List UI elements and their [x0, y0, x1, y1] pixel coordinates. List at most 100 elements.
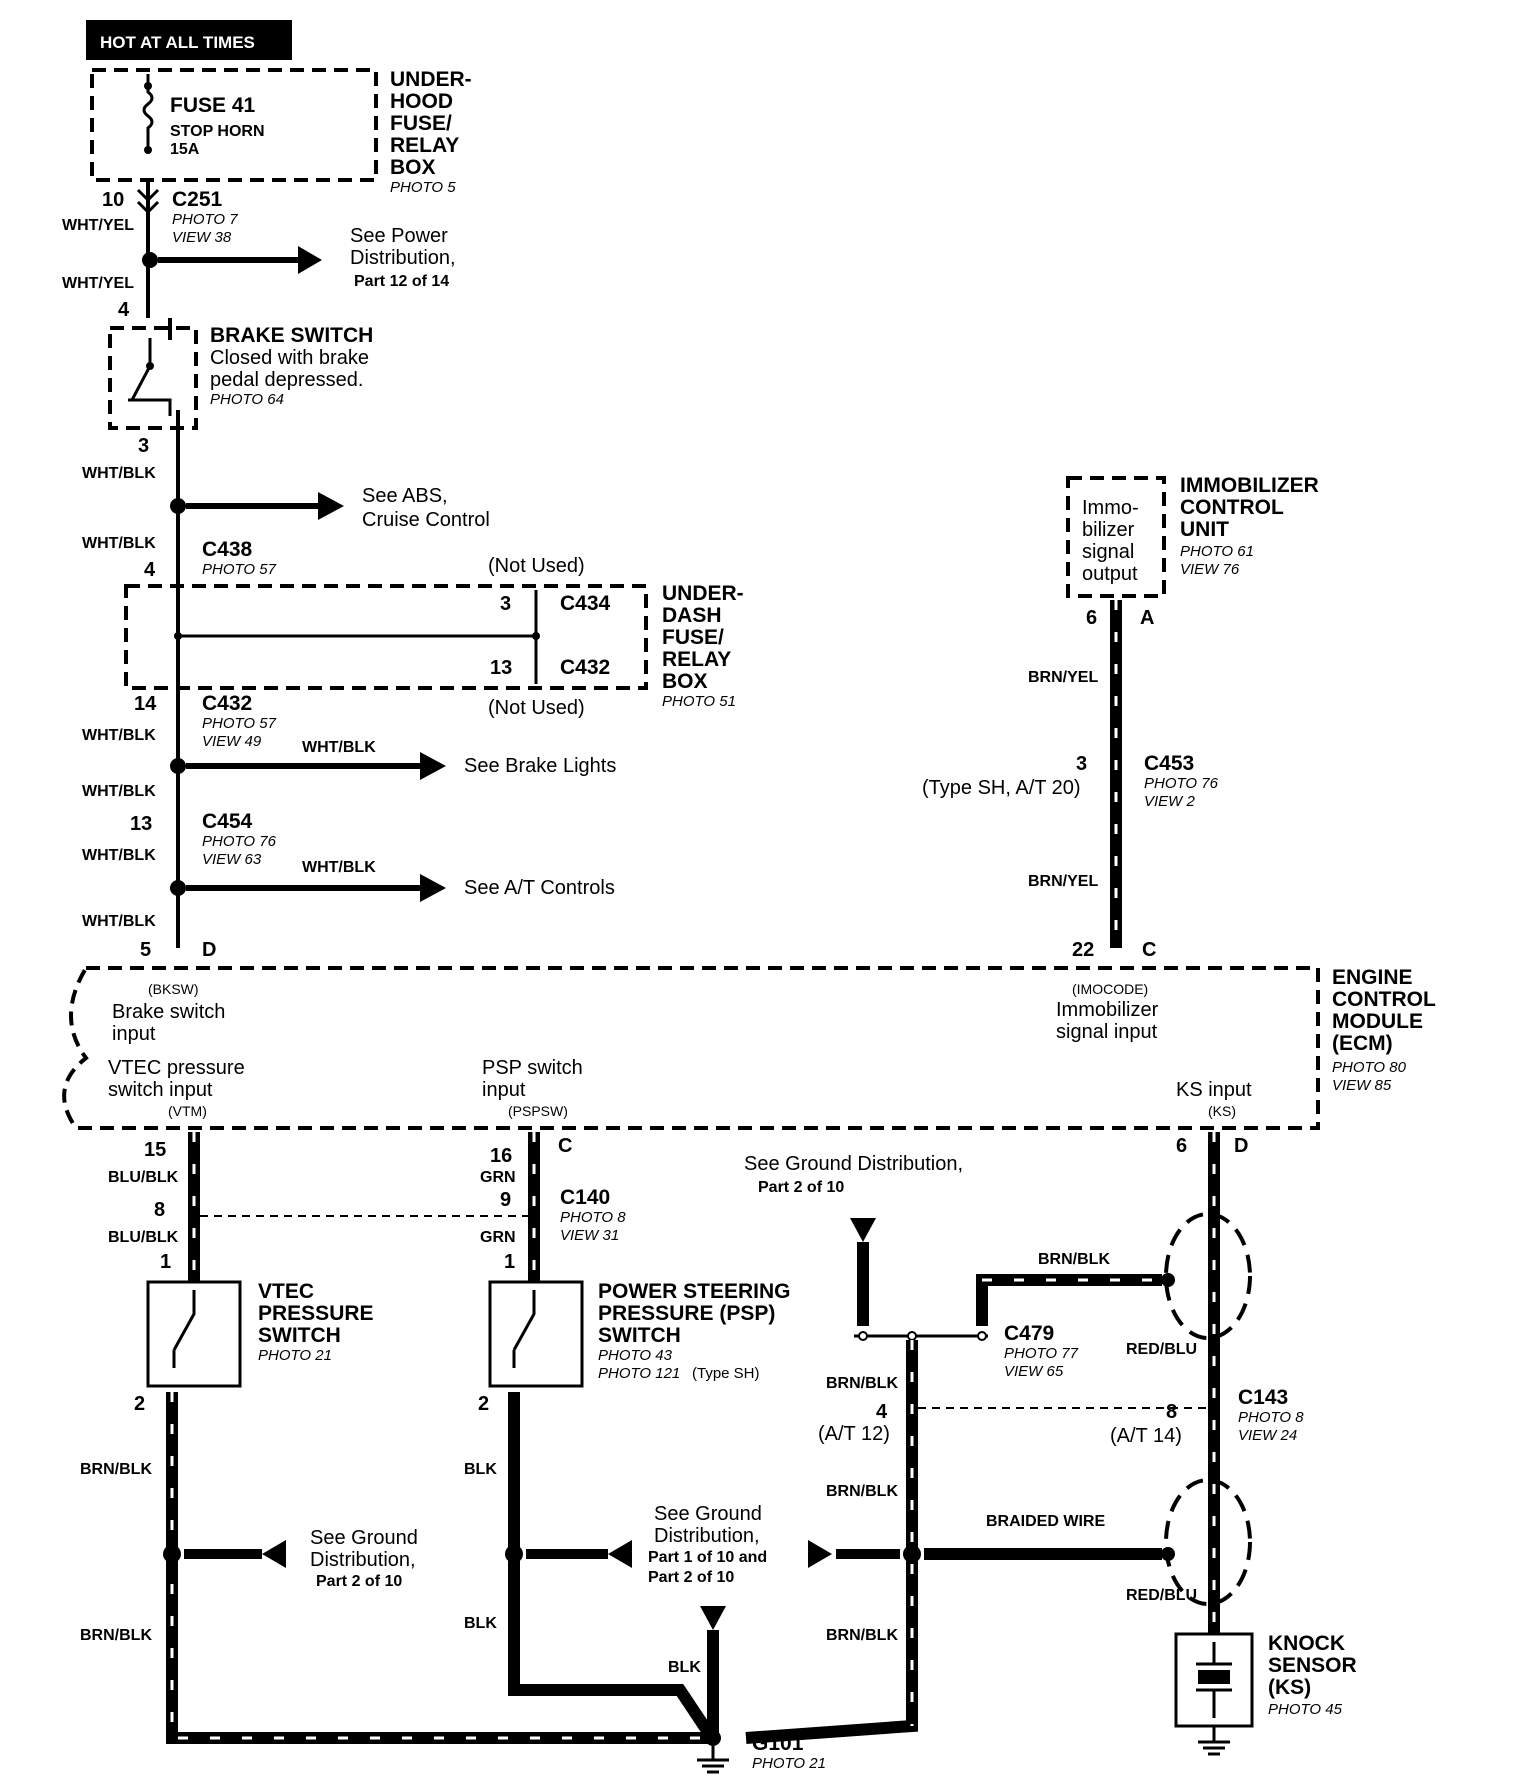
fuse-41-symbol: [142, 74, 154, 150]
psp-wire-1: GRN: [480, 1169, 516, 1186]
immobilizer-inner-2: bilizer: [1082, 519, 1135, 541]
ks-wire-brn-blk-top: BRN/BLK: [1038, 1251, 1110, 1268]
vtec-wire-out-1: BRN/BLK: [80, 1461, 152, 1478]
wire-wht-blk-5: WHT/BLK: [82, 847, 156, 864]
node-ks-braided: [903, 1545, 921, 1563]
branch-abs-arrow: [318, 492, 344, 520]
ref-abs-2: Cruise Control: [362, 509, 490, 531]
c454-photo: PHOTO 76: [202, 833, 277, 850]
c453-pin: 3: [1076, 753, 1087, 775]
psp-title-2: PRESSURE (PSP): [598, 1302, 775, 1325]
brake-switch-pivot: [146, 362, 154, 370]
c479-node-1: [858, 1331, 868, 1341]
immobilizer-photo: PHOTO 61: [1180, 543, 1254, 560]
wire-brn-yel-1: BRN/YEL: [1028, 669, 1098, 686]
underhood-title-3: FUSE/: [390, 112, 452, 135]
ref-ground-mid-1: See Ground: [654, 1503, 762, 1525]
underdash-bus: [176, 590, 538, 684]
ks-braided-label: BRAIDED WIRE: [986, 1513, 1105, 1530]
brake-switch-title: BRAKE SWITCH: [210, 324, 373, 347]
psp-pin-sw: 1: [504, 1251, 515, 1273]
psp-wire-out-1: BLK: [464, 1461, 497, 1478]
ref-ground-left-3: Part 2 of 10: [316, 1573, 402, 1590]
c453-name: C453: [1144, 752, 1194, 775]
ks-title-2: SENSOR: [1268, 1654, 1357, 1677]
ecm-title-3: MODULE: [1332, 1010, 1423, 1033]
ref-power-2: Distribution,: [350, 247, 456, 269]
wire-wht-blk-at: WHT/BLK: [302, 859, 376, 876]
knock-sensor-ground: [1198, 1726, 1230, 1756]
knock-sensor-crystal: [1198, 1670, 1230, 1684]
c432-low-name: C432: [202, 692, 252, 715]
psp-c140-view: VIEW 31: [560, 1227, 619, 1244]
ecm-psp-input-1: PSP switch: [482, 1057, 583, 1079]
ecm-pspsw: (PSPSW): [508, 1103, 568, 1119]
branch-brake-lights-arrow: [420, 752, 446, 780]
c438-pin: 4: [144, 559, 156, 581]
wire-vtec-ground-stripe: [170, 1392, 712, 1740]
vtec-wire-2: BLU/BLK: [108, 1229, 179, 1246]
ecm-vtec-input-2: switch input: [108, 1079, 213, 1101]
g101-ground-symbol: [697, 1746, 729, 1774]
vtec-pin-out: 2: [134, 1393, 145, 1415]
fuse-41-amp: 15A: [170, 141, 200, 158]
vtec-title-1: VTEC: [258, 1280, 314, 1303]
ks-letter: D: [1234, 1135, 1248, 1157]
underhood-title: UNDER- HOOD FUSE/ RELAY BOX PHOTO 5: [390, 68, 472, 196]
vtec-pin-ecm: 15: [144, 1139, 166, 1161]
immobilizer-letter: A: [1140, 607, 1154, 629]
fuse-top-node: [144, 82, 152, 90]
underdash-c434-pin: 3: [500, 593, 511, 615]
fuse-41-name: STOP HORN: [170, 123, 265, 140]
underdash-not-used-bottom: (Not Used): [488, 697, 585, 719]
underdash-title-5: BOX: [662, 670, 708, 693]
immobilizer-box: [1066, 476, 1166, 598]
c454-pin: 13: [130, 813, 152, 835]
c453-alt: (Type SH, A/T 20): [922, 777, 1081, 799]
knock-sensor-element: [1196, 1642, 1232, 1718]
ks-shield-top-node: [1161, 1273, 1175, 1287]
node-power: [142, 252, 158, 268]
ecm-vtm: (VTM): [168, 1103, 207, 1119]
ecm-ks-input: KS input: [1176, 1079, 1252, 1101]
c251-view: VIEW 38: [172, 229, 232, 246]
underhood-photo: PHOTO 5: [390, 179, 456, 196]
c251-photo: PHOTO 7: [172, 211, 238, 228]
ecm-immo-input-1: Immobilizer: [1056, 999, 1159, 1021]
underhood-title-2: HOOD: [390, 90, 453, 113]
wire-wht-blk-2: WHT/BLK: [82, 535, 156, 552]
ref-ground-mid-3: Part 1 of 10 and: [648, 1549, 767, 1566]
brake-switch-desc-1: Closed with brake: [210, 347, 369, 369]
wire-wht-blk-1: WHT/BLK: [82, 465, 156, 482]
psp-photo-2: PHOTO 121: [598, 1365, 680, 1382]
branch-ks-braided-arrow: [808, 1540, 832, 1568]
underdash-c432: C432: [560, 656, 610, 679]
underdash-title-1: UNDER-: [662, 582, 744, 605]
immobilizer-title-3: UNIT: [1180, 518, 1229, 541]
ref-ground-left-2: Distribution,: [310, 1549, 416, 1571]
immobilizer-view: VIEW 76: [1180, 561, 1240, 578]
ecm-bksw: (BKSW): [148, 981, 199, 997]
ks-title-3: (KS): [1268, 1676, 1311, 1699]
wire-wht-blk-brake-lights: WHT/BLK: [302, 739, 376, 756]
ecm-c-right-letter: C: [1142, 939, 1156, 961]
c479-node-3: [977, 1331, 987, 1341]
brake-switch-photo: PHOTO 64: [210, 391, 284, 408]
node-psp-ground: [505, 1545, 523, 1563]
wire-brn-yel-2: BRN/YEL: [1028, 873, 1098, 890]
ks-pin-ecm: 6: [1176, 1135, 1187, 1157]
g101-node: [705, 1730, 721, 1746]
psp-wire-2: GRN: [480, 1229, 516, 1246]
node-vtec-ground: [163, 1545, 181, 1563]
underdash-photo: PHOTO 51: [662, 693, 736, 710]
c432-low-pin: 14: [134, 693, 157, 715]
ecm-brake-input-2: input: [112, 1023, 156, 1045]
c143-alt: (A/T 14): [1110, 1425, 1182, 1447]
ecm-view: VIEW 85: [1332, 1077, 1392, 1094]
ks-wire-brn-blk-low: BRN/BLK: [826, 1627, 898, 1644]
ecm-c-right-pin: 22: [1072, 939, 1094, 961]
underdash-not-used-top: (Not Used): [488, 555, 585, 577]
c143-view: VIEW 24: [1238, 1427, 1297, 1444]
ks-photo: PHOTO 45: [1268, 1701, 1343, 1718]
underdash-title-3: FUSE/: [662, 626, 724, 649]
